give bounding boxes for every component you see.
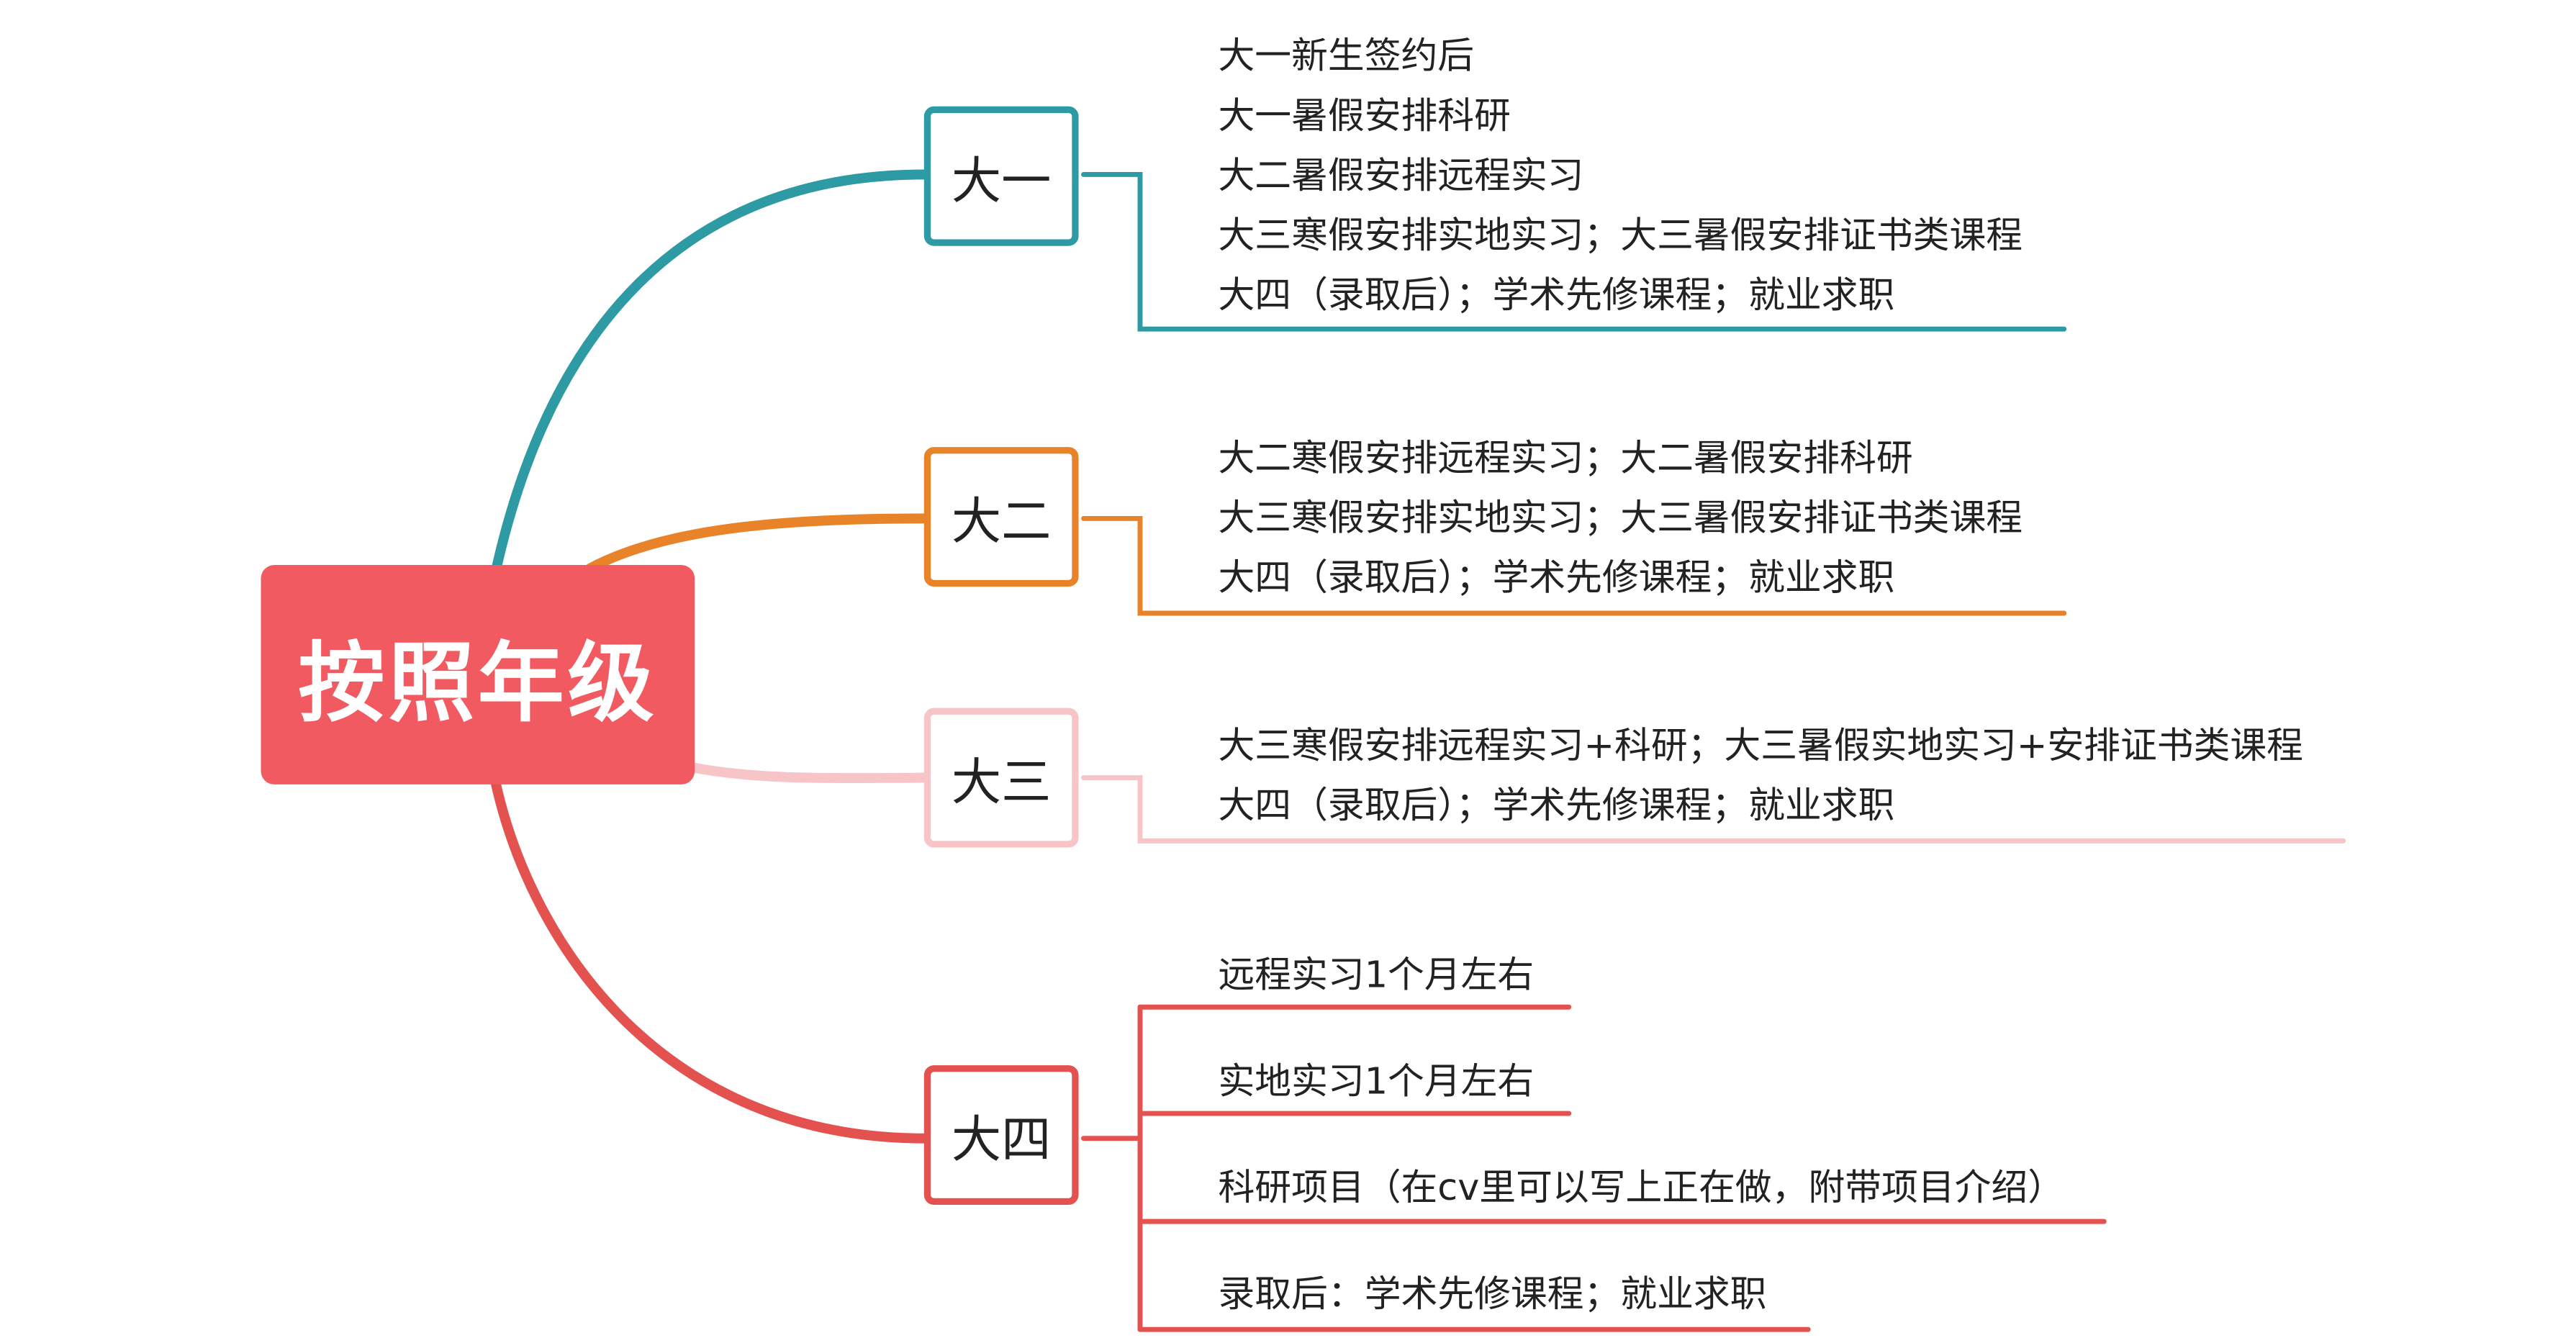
year-1-item: 大一新生签约后 (1218, 36, 1475, 78)
branch-stub (1081, 171, 2067, 332)
year-4-item: 录取后：学术先修课程；就业求职 (1218, 1275, 1767, 1316)
branch-curve (584, 513, 929, 574)
root-node: 按照年级 (261, 565, 695, 784)
branch-stub (1081, 775, 2346, 844)
year-4-item: 实地实习1个月左右 (1218, 1062, 1535, 1104)
branch-curve (690, 762, 929, 784)
branch-curve (490, 169, 929, 579)
branch-node-year-4: 大四 (923, 1065, 1079, 1206)
branch-node-year-3: 大三 (923, 707, 1079, 848)
year-1-item: 大一暑假安排科研 (1218, 96, 1511, 138)
year-1-item: 大三寒假安排实地实习；大三暑假安排证书类课程 (1218, 216, 2023, 258)
year-2-item: 大二寒假安排远程实习；大二暑假安排科研 (1218, 438, 1913, 481)
branch-node-year-2: 大二 (923, 447, 1079, 587)
year-4-item: 远程实习1个月左右 (1218, 955, 1535, 998)
year-3-item: 大三寒假安排远程实习+科研；大三暑假实地实习+安排证书类课程 (1218, 726, 2303, 768)
year-2-item: 大三寒假安排实地实习；大三暑假安排证书类课程 (1218, 498, 2023, 541)
year-1-item: 大四（录取后）；学术先修课程；就业求职 (1218, 276, 1895, 318)
branch-curve (490, 776, 929, 1144)
branch-node-year-1: 大一 (923, 106, 1079, 246)
branch-stub (1081, 515, 2067, 616)
year-4-item: 科研项目（在cv里可以写上正在做，附带项目介绍） (1218, 1168, 2065, 1210)
year-2-item: 大四（录取后）；学术先修课程；就业求职 (1218, 558, 1895, 600)
year-1-item: 大二暑假安排远程实习 (1218, 156, 1584, 198)
year-3-item: 大四（录取后）；学术先修课程；就业求职 (1218, 786, 1895, 828)
